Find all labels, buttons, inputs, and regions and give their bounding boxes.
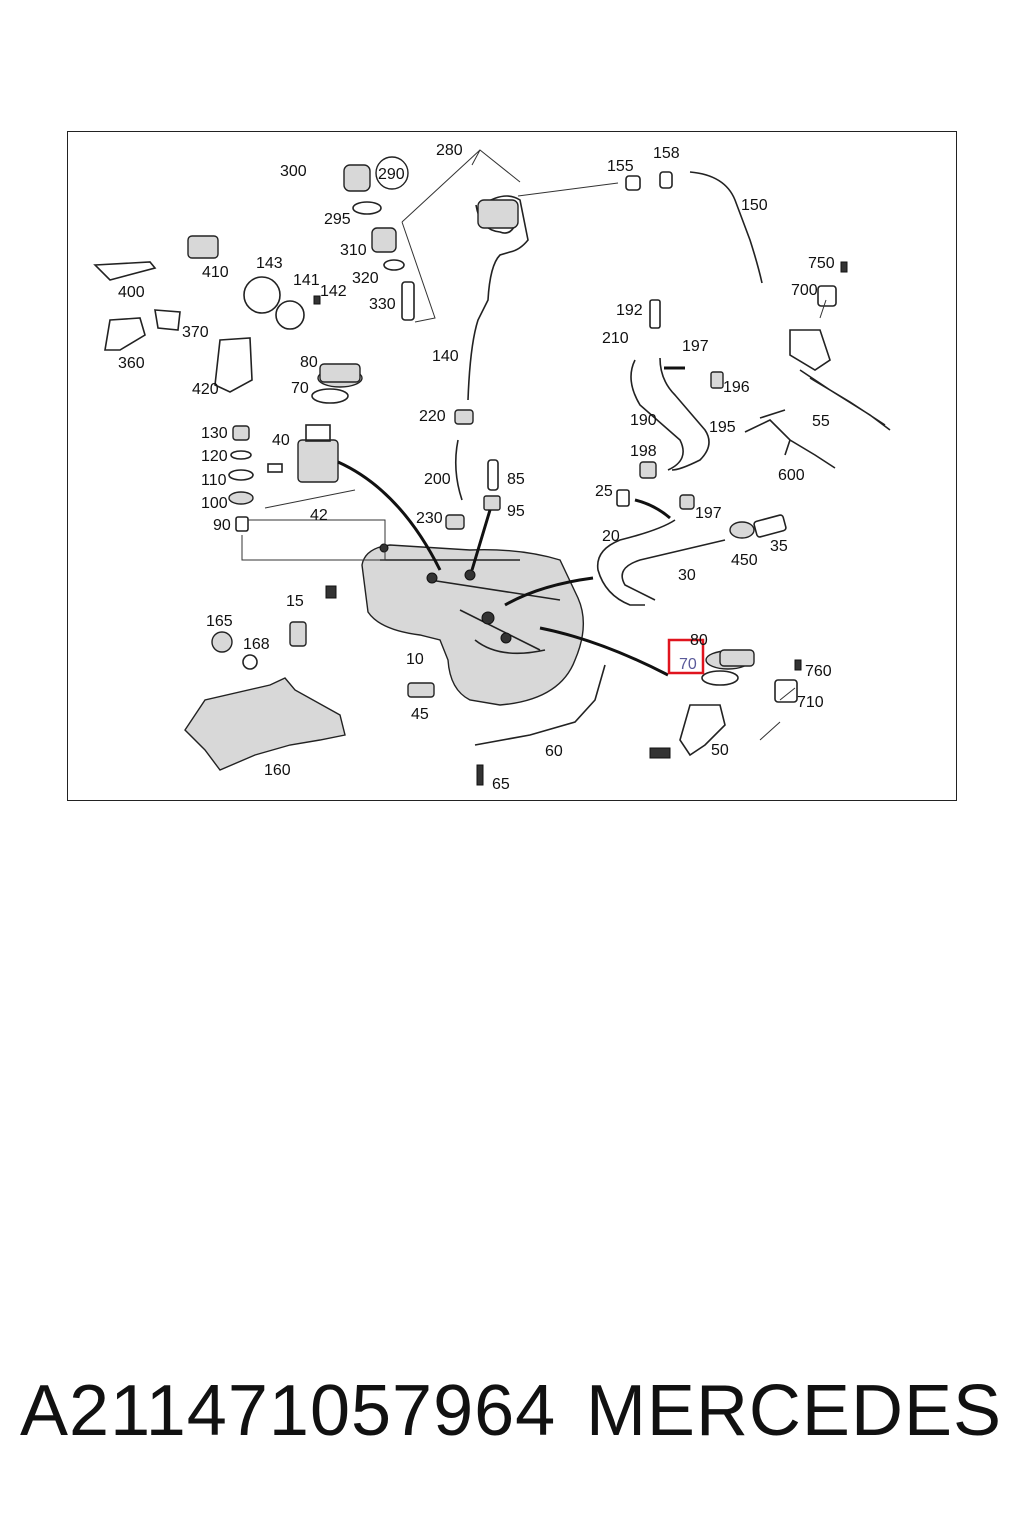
callout-label: 165 bbox=[206, 613, 233, 630]
callout-label: 142 bbox=[320, 283, 347, 300]
part-heat-shield-160 bbox=[184, 677, 346, 771]
part-hose-150 bbox=[689, 171, 763, 284]
callout-label: 310 bbox=[340, 242, 367, 259]
leader-lines bbox=[241, 149, 827, 741]
highlight-box bbox=[667, 638, 705, 675]
callout-label: 15 bbox=[286, 593, 304, 610]
callout-label: 300 bbox=[280, 163, 307, 180]
callout-label: 420 bbox=[192, 381, 219, 398]
part-harness-600 bbox=[744, 409, 836, 469]
callout-labels: 280 155 158 300 290 150 295 310 750 400 … bbox=[118, 142, 835, 793]
callout-label: 25 bbox=[595, 483, 613, 500]
callout-label: 42 bbox=[310, 507, 328, 524]
callout-label: 90 bbox=[213, 517, 231, 534]
callout-label: 140 bbox=[432, 348, 459, 365]
callout-label: 10 bbox=[406, 651, 424, 668]
callout-label: 110 bbox=[201, 472, 227, 489]
callout-label: 141 bbox=[293, 272, 320, 289]
callout-label: 710 bbox=[797, 694, 824, 711]
callout-label: 155 bbox=[607, 158, 634, 175]
callout-label: 160 bbox=[264, 762, 291, 779]
callout-label: 65 bbox=[492, 776, 510, 793]
part-harness-55 bbox=[789, 329, 891, 431]
callout-label: 70 bbox=[291, 380, 309, 397]
callout-label: 197 bbox=[695, 505, 722, 522]
callout-label: 400 bbox=[118, 284, 145, 301]
callout-label: 70 bbox=[679, 656, 697, 673]
fuel-tank-exploded-diagram: 280 155 158 300 290 150 295 310 750 400 … bbox=[93, 142, 891, 793]
callout-label: 143 bbox=[256, 255, 283, 272]
callout-label: 280 bbox=[436, 142, 463, 159]
callout-label: 370 bbox=[182, 324, 209, 341]
callout-label: 100 bbox=[201, 495, 228, 512]
callout-label: 150 bbox=[741, 197, 768, 214]
part-number: A2114710579​64 bbox=[20, 1371, 557, 1451]
callout-label: 700 bbox=[791, 282, 818, 299]
callout-label: 230 bbox=[416, 510, 443, 527]
callout-label: 450 bbox=[731, 552, 758, 569]
callout-label: 20 bbox=[602, 528, 620, 545]
callout-label: 600 bbox=[778, 467, 805, 484]
caption: A2114710579​64 MERCEDES bbox=[0, 1370, 1024, 1480]
callout-label: 198 bbox=[630, 443, 657, 460]
callout-label: 410 bbox=[202, 264, 229, 281]
callout-label: 60 bbox=[545, 743, 563, 760]
part-pump-50 bbox=[649, 704, 726, 759]
callout-label: 95 bbox=[507, 503, 525, 520]
callout-label: 295 bbox=[324, 211, 351, 228]
callout-label: 55 bbox=[812, 413, 830, 430]
callout-label: 760 bbox=[805, 663, 832, 680]
part-small-components bbox=[93, 164, 848, 786]
callout-label: 120 bbox=[201, 448, 228, 465]
callout-label: 40 bbox=[272, 432, 290, 449]
callout-label: 210 bbox=[602, 330, 629, 347]
arrows bbox=[337, 366, 685, 677]
callout-label: 158 bbox=[653, 145, 680, 162]
callout-label: 35 bbox=[770, 538, 788, 555]
callout-label: 50 bbox=[711, 742, 729, 759]
callout-label: 750 bbox=[808, 255, 835, 272]
callout-label: 85 bbox=[507, 471, 525, 488]
diagram-frame bbox=[67, 131, 957, 801]
callout-label: 220 bbox=[419, 408, 446, 425]
callout-label: 196 bbox=[723, 379, 750, 396]
callout-label: 290 bbox=[378, 166, 405, 183]
part-strap-60 bbox=[474, 664, 606, 746]
callout-label: 360 bbox=[118, 355, 145, 372]
callout-label: 80 bbox=[690, 632, 708, 649]
part-pump-40 bbox=[267, 424, 339, 483]
callout-label: 130 bbox=[201, 425, 228, 442]
callout-label: 195 bbox=[709, 419, 736, 436]
callout-label: 197 bbox=[682, 338, 709, 355]
brand-name: MERCEDES bbox=[585, 1371, 1002, 1451]
callout-label: 330 bbox=[369, 296, 396, 313]
part-lines-20-30 bbox=[596, 519, 726, 606]
callout-label: 168 bbox=[243, 636, 270, 653]
callout-label: 192 bbox=[616, 302, 643, 319]
callout-label: 45 bbox=[411, 706, 429, 723]
callout-label: 30 bbox=[678, 567, 696, 584]
callout-label: 190 bbox=[630, 412, 657, 429]
callout-label: 80 bbox=[300, 354, 318, 371]
callout-label: 320 bbox=[352, 270, 379, 287]
callout-label: 200 bbox=[424, 471, 451, 488]
part-hoses-190-195 bbox=[630, 357, 710, 471]
part-filler-neck-140 bbox=[467, 195, 529, 401]
part-fuel-tank bbox=[361, 543, 585, 706]
